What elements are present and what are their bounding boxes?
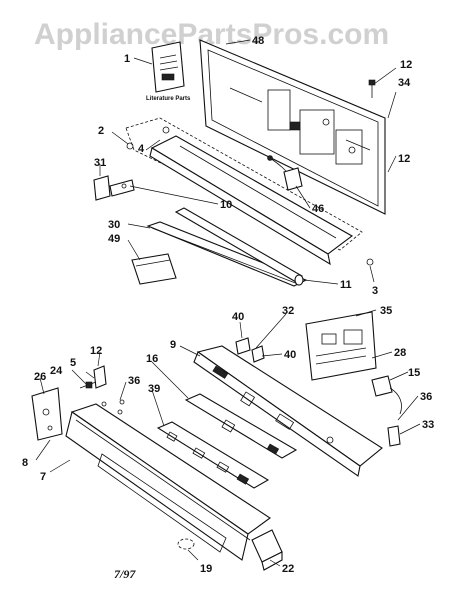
callout-30: 30 [108,219,120,231]
screw-part [368,79,376,98]
callout-11: 11 [340,279,352,291]
callout-7: 7 [40,471,46,483]
display-panel-part [184,393,298,459]
callout-40: 40 [284,349,296,361]
console-top-cover [149,135,354,266]
callout-24: 24 [50,365,63,377]
callout-36: 36 [128,375,140,387]
callout-19: 19 [200,563,212,575]
callout-22: 22 [282,563,294,575]
clip-40-part [235,337,265,363]
literature-parts-booklet: Literature Parts [146,41,191,102]
callout-12: 12 [90,345,102,357]
control-panel-frame [193,345,383,477]
callout-49: 49 [108,233,120,245]
callout-15: 15 [408,367,420,379]
callout-3: 3 [372,285,378,297]
bracket-part [93,175,135,201]
callout-26: 26 [34,371,46,383]
clip-19-part [177,538,195,550]
callout-28: 28 [394,347,406,359]
callout-33: 33 [422,419,434,431]
literature-label: Literature Parts [146,96,191,102]
callout-31: 31 [94,157,106,169]
knob-shaft-part [79,365,107,389]
fastener-part [366,258,374,266]
callout-1: 1 [124,53,130,65]
callout-36: 36 [420,391,432,403]
leader-lines [35,39,421,567]
end-cap-part [251,529,283,571]
control-board-part [305,311,377,381]
clip-part [126,142,134,150]
keypad-overlay-part [156,421,270,489]
callout-35: 35 [380,305,392,317]
callout-9: 9 [170,339,176,351]
callout-39: 39 [148,383,160,395]
front-control-panel [65,403,271,561]
callout-4: 4 [138,143,145,155]
switch-part [371,375,402,415]
channel-part [131,253,177,285]
callout-40: 40 [232,311,244,323]
callout-32: 32 [282,305,294,317]
callout-8: 8 [22,457,28,469]
wire-harness-part [267,155,303,191]
tube-part [174,207,304,286]
cover-outline [125,117,363,251]
side-bracket-part [31,387,63,441]
clip-part [162,126,170,134]
callout-34: 34 [398,77,411,89]
screws-36-part [101,399,125,415]
callout-5: 5 [70,357,76,369]
date-code: 7/97 [114,567,136,581]
callout-12: 12 [398,153,410,165]
callout-12: 12 [400,59,412,71]
connector-part [387,425,401,447]
callout-16: 16 [146,353,158,365]
callout-numbers: 1 48 12 34 12 2 4 31 10 46 30 49 11 3 40… [22,35,434,575]
callout-2: 2 [98,125,104,137]
control-back-panel [199,39,386,215]
callout-48: 48 [252,35,264,47]
callout-46: 46 [312,203,324,215]
callout-10: 10 [220,199,232,211]
